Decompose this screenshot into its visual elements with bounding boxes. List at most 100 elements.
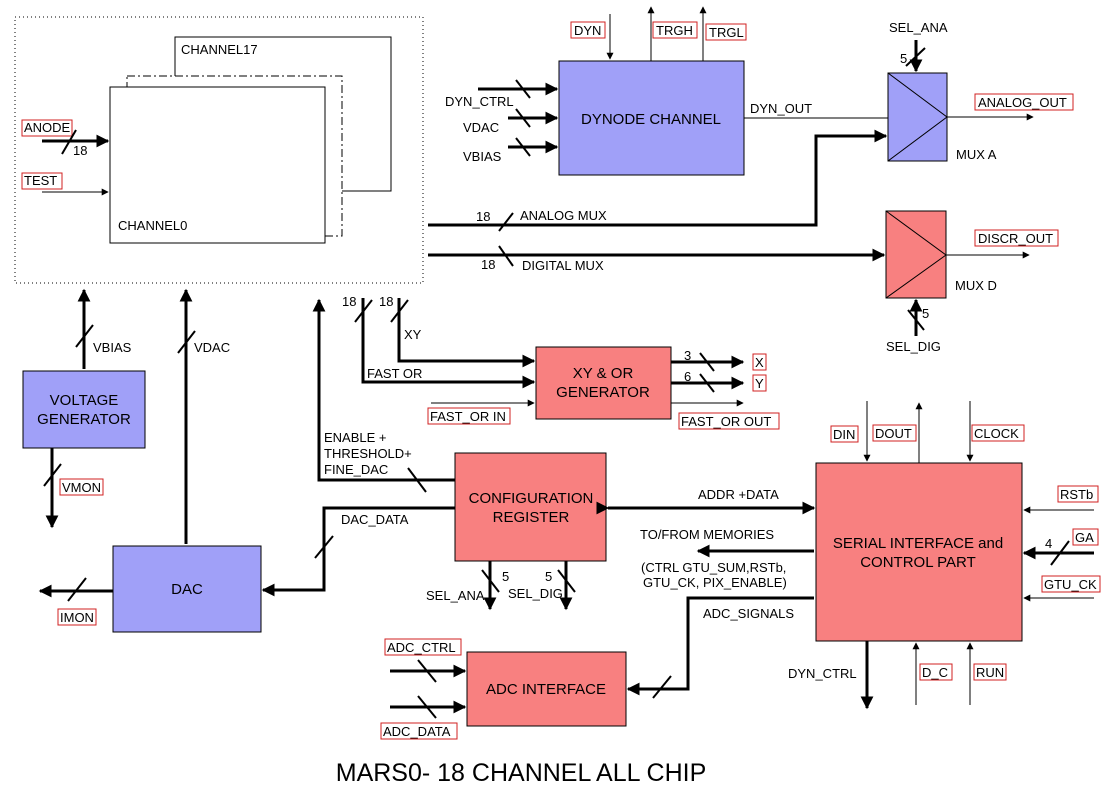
vbias-in-slash bbox=[515, 137, 531, 157]
adc-ctrl-slash bbox=[417, 659, 437, 683]
analog-out-pin-box bbox=[974, 93, 1074, 111]
analog-out-pin-label: ANALOG_OUT bbox=[978, 95, 1067, 110]
sel-ana-down-width: 5 bbox=[502, 569, 509, 584]
sel-dig-down-width: 5 bbox=[545, 569, 552, 584]
channel0-label: CHANNEL0 bbox=[118, 218, 187, 233]
fast-or-out-pin-label: FAST_OR OUT bbox=[681, 414, 771, 429]
sel-ana-top-slash bbox=[905, 47, 926, 67]
analog-mux-label: ANALOG MUX bbox=[520, 208, 607, 223]
channel17-label: CHANNEL17 bbox=[181, 42, 258, 57]
configuration-register-label-line2: REGISTER bbox=[493, 509, 570, 526]
trgh-pin-box bbox=[652, 21, 698, 39]
adc-signals-slash bbox=[652, 675, 672, 699]
trgh-pin-label: TRGH bbox=[656, 23, 693, 38]
voltage-generator-block bbox=[22, 370, 146, 449]
enable-threshold-label-line3: FINE_DAC bbox=[324, 462, 388, 477]
d-c-pin-label: D_C bbox=[922, 665, 948, 680]
y-pin-box bbox=[752, 374, 767, 392]
fast-or-bus-slash bbox=[354, 299, 373, 323]
adc-signals-bus bbox=[626, 596, 814, 696]
analog-mux-width: 18 bbox=[476, 209, 490, 224]
dout-pin-box bbox=[872, 424, 917, 442]
imon-pin-box bbox=[57, 608, 97, 626]
dac-label: DAC bbox=[171, 581, 203, 598]
gtu-ck-pin-box bbox=[1041, 575, 1101, 593]
d-c-pin-box bbox=[919, 663, 953, 681]
fast-or-bus bbox=[361, 298, 536, 389]
ga-bus-width: 4 bbox=[1045, 536, 1052, 551]
dyn-ctrl-in-label: DYN_CTRL bbox=[445, 94, 514, 109]
din-pin-box bbox=[830, 425, 859, 443]
configuration-register-block bbox=[454, 452, 607, 562]
rstb-pin-label: RSTb bbox=[1060, 487, 1093, 502]
din-pin-label: DIN bbox=[833, 427, 855, 442]
xy-or-generator-block bbox=[535, 346, 672, 420]
y-pin-label: Y bbox=[755, 376, 764, 391]
trgl-pin-box bbox=[705, 23, 747, 41]
sel-ana-top-label: SEL_ANA bbox=[889, 20, 948, 35]
xy-label: XY bbox=[404, 327, 422, 342]
digital-mux-width: 18 bbox=[481, 257, 495, 272]
serial-interface-label-line2: CONTROL PART bbox=[860, 554, 976, 571]
vbias-in-label: VBIAS bbox=[463, 149, 502, 164]
test-pin-box bbox=[21, 172, 63, 190]
vbias-up-label: VBIAS bbox=[93, 340, 132, 355]
anode-pin-box bbox=[21, 119, 73, 137]
vdac-up-slash bbox=[177, 330, 196, 354]
vbias-up-slash bbox=[75, 324, 94, 348]
dac-data-label: DAC_DATA bbox=[341, 512, 409, 527]
vdac-up-label: VDAC bbox=[194, 340, 230, 355]
ctrl-list-line1: (CTRL GTU_SUM,RSTb, bbox=[641, 560, 786, 575]
to-from-memories-label: TO/FROM MEMORIES bbox=[640, 527, 774, 542]
enable-threshold-bus bbox=[312, 298, 455, 482]
clock-pin-box bbox=[971, 424, 1025, 442]
mux-d-label: MUX D bbox=[955, 278, 997, 293]
adc-ctrl-pin-label: ADC_CTRL bbox=[387, 640, 456, 655]
dyn-pin-label: DYN bbox=[574, 23, 601, 38]
anode-bus-slash bbox=[61, 129, 77, 155]
ga-slash bbox=[1050, 540, 1070, 566]
dac-data-slash bbox=[314, 535, 334, 559]
adc-ctrl-pin-box bbox=[384, 638, 462, 656]
adc-data-pin-box bbox=[380, 722, 458, 740]
xy-bus-slash bbox=[390, 299, 409, 323]
voltage-generator-label-line2: GENERATOR bbox=[37, 411, 131, 428]
adc-interface-label: ADC INTERFACE bbox=[486, 681, 606, 698]
adc-interface-block bbox=[466, 651, 627, 727]
anode-bus-width: 18 bbox=[73, 143, 87, 158]
run-pin-label: RUN bbox=[976, 665, 1004, 680]
bus18-b-width: 18 bbox=[379, 294, 393, 309]
ga-pin-box bbox=[1072, 528, 1099, 546]
x-pin-label: X bbox=[755, 355, 764, 370]
configuration-register-label-line1: CONFIGURATION bbox=[469, 490, 594, 507]
y-out-width: 6 bbox=[684, 369, 691, 384]
adc-data-slash bbox=[417, 695, 437, 719]
fast-or-in-pin-label: FAST_OR IN bbox=[430, 409, 506, 424]
dout-pin-label: DOUT bbox=[875, 426, 912, 441]
test-pin-label: TEST bbox=[24, 173, 57, 188]
fast-or-in-pin-box bbox=[427, 407, 511, 425]
imon-slash bbox=[67, 577, 87, 602]
vdac-in-slash bbox=[515, 108, 531, 128]
vmon-pin-label: VMON bbox=[62, 480, 101, 495]
bus18-a-width: 18 bbox=[342, 294, 356, 309]
dyn-ctrl-out-label: DYN_CTRL bbox=[788, 666, 857, 681]
digital-mux-slash bbox=[498, 245, 514, 267]
voltage-generator-label-line1: VOLTAGE bbox=[50, 392, 119, 409]
vdac-in-label: VDAC bbox=[463, 120, 499, 135]
discr-out-pin-box bbox=[974, 229, 1059, 247]
trgl-pin-label: TRGL bbox=[709, 25, 744, 40]
channel-array-boundary bbox=[14, 16, 424, 284]
dyn-out-label: DYN_OUT bbox=[750, 101, 812, 116]
adc-data-pin-label: ADC_DATA bbox=[383, 724, 451, 739]
gtu-ck-pin-label: GTU_CK bbox=[1044, 577, 1097, 592]
channel0-box bbox=[109, 86, 326, 244]
enable-threshold-label-line2: THRESHOLD+ bbox=[324, 446, 412, 461]
vmon-pin-box bbox=[59, 478, 104, 496]
mux-d-block bbox=[885, 210, 947, 299]
dynode-channel-label: DYNODE CHANNEL bbox=[581, 111, 721, 128]
enable-threshold-slash bbox=[407, 467, 427, 493]
sel-ana-down-slash bbox=[481, 569, 500, 593]
mux-a-block bbox=[887, 72, 948, 162]
analog-mux-slash bbox=[498, 212, 514, 232]
